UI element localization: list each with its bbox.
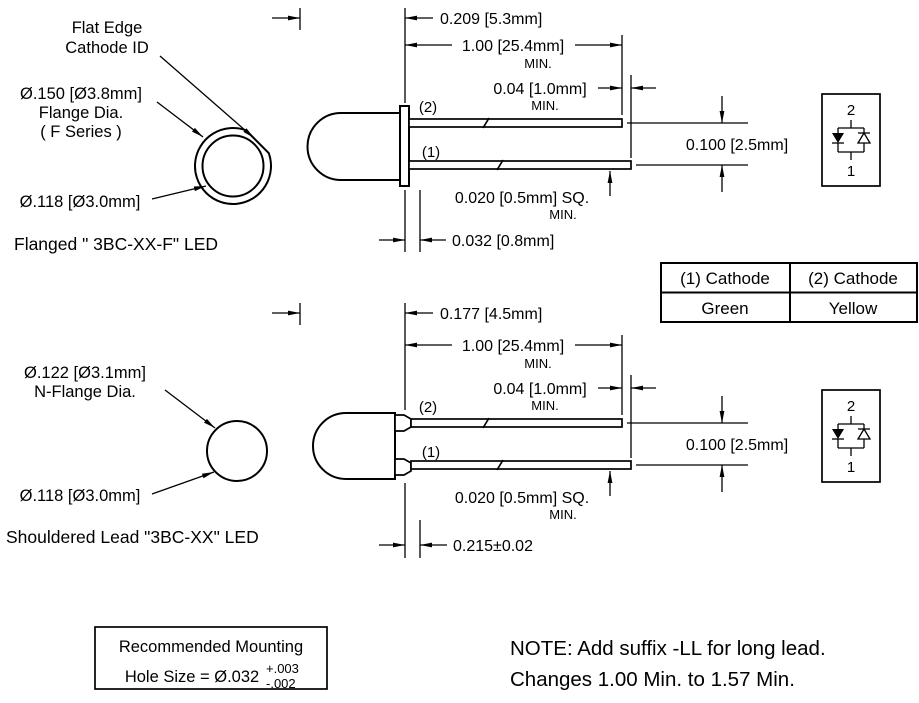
mounting-hole-box: Recommended Mounting Hole Size = Ø.032 +… — [94, 626, 328, 691]
flanged-lead-2 — [408, 118, 623, 128]
table-header-cathode-1: (1) Cathode — [680, 269, 770, 288]
flange-dia-callout-line3: ( F Series ) — [40, 123, 122, 141]
dim-shoulder-length-text: 0.215±0.02 — [453, 538, 533, 555]
schematic-symbol-bottom: 2 1 — [821, 389, 881, 483]
dim-shouldered-lead-length-text: 1.00 [25.4mm] — [462, 338, 564, 355]
mounting-box-border — [94, 626, 328, 690]
flanged-lens-dia-callout: Ø.118 [Ø3.0mm] — [20, 193, 141, 211]
lead-1-break-mark — [496, 159, 504, 171]
note-line1: NOTE: Add suffix -LL for long lead. — [510, 637, 826, 660]
flanged-inner-circle — [201, 134, 265, 198]
dim-flanged-lead-square-min: MIN. — [549, 207, 576, 222]
shouldered-pin1-label: (1) — [422, 444, 440, 461]
dim-shouldered-lead-square-text: 0.020 [0.5mm] SQ. — [455, 490, 589, 507]
dim-shouldered-pitch-text: 0.100 [2.5mm] — [686, 437, 788, 454]
schematic-box-top — [821, 93, 881, 187]
shouldered-lens-dia-callout: Ø.118 [Ø3.0mm] — [20, 487, 141, 505]
dim-flange-thickness: 0.032 [0.8mm] — [379, 190, 554, 252]
diode-down-icon — [832, 133, 844, 143]
shouldered-front-view: Ø.122 [Ø3.1mm] N-Flange Dia. Ø.118 [Ø3.0… — [6, 364, 268, 547]
dim-flanged-pitch-text: 0.100 [2.5mm] — [686, 137, 788, 154]
flat-edge-callout-line1: Flat Edge — [72, 19, 143, 37]
flange-dia-callout-line2: Flange Dia. — [39, 104, 123, 122]
dim-shouldered-lead-square-min: MIN. — [549, 507, 576, 522]
flanged-pin2-label: (2) — [419, 99, 437, 116]
schematic-symbol-top: 2 1 — [821, 93, 881, 187]
shouldered-pin2-label: (2) — [419, 399, 437, 416]
dim-shouldered-lead-length-min: MIN. — [524, 356, 551, 371]
dim-shouldered-tip: 0.04 [1.0mm] MIN. — [493, 375, 656, 458]
dim-shouldered-tip-text: 0.04 [1.0mm] — [493, 381, 586, 398]
dim-flanged-lead-length-text: 1.00 [25.4mm] — [462, 38, 564, 55]
flanged-front-view: Flat Edge Cathode ID Ø.150 [Ø3.8mm] Flan… — [14, 19, 272, 254]
nflange-leader-arrow — [164, 389, 216, 429]
nflange-callout-line2: N-Flange Dia. — [34, 383, 136, 401]
dim-flanged-pitch: 0.100 [2.5mm] — [627, 96, 788, 192]
note-line2: Changes 1.00 Min. to 1.57 Min. — [510, 668, 795, 691]
dim-flanged-tip-min: MIN. — [531, 98, 558, 113]
flat-edge-callout-line2: Cathode ID — [65, 39, 149, 57]
schematic-top-pin2: 2 — [847, 102, 855, 119]
shouldered-led-body — [312, 412, 396, 480]
dim-shoulder-length: 0.215±0.02 — [379, 483, 533, 558]
polarity-table: (1) Cathode (2) Cathode Green Yellow — [660, 262, 918, 323]
dim-flanged-tip: 0.04 [1.0mm] MIN. — [493, 75, 656, 158]
table-value-green: Green — [701, 299, 748, 318]
dim-shouldered-tip-min: MIN. — [531, 398, 558, 413]
flanged-led-body — [306, 112, 400, 181]
dim-shouldered-body-length-text: 0.177 [4.5mm] — [440, 306, 542, 323]
dim-flanged-body-length-text: 0.209 [5.3mm] — [440, 11, 542, 28]
dim-flanged-lead-square: 0.020 [0.5mm] SQ. MIN. — [455, 171, 613, 222]
schematic-bottom-pin2: 2 — [847, 398, 855, 415]
flat-edge-leader-arrow — [159, 55, 255, 139]
mounting-line2: Hole Size = Ø.032 — [125, 668, 259, 686]
shoulder-bottom — [394, 458, 412, 476]
dim-flanged-lead-square-text: 0.020 [0.5mm] SQ. — [455, 190, 589, 207]
flanged-caption: Flanged " 3BC-XX-F" LED — [14, 234, 218, 254]
dim-shouldered-body-length: 0.177 [4.5mm] — [272, 303, 542, 410]
flanged-pin1-label: (1) — [422, 144, 440, 161]
mounting-tol-minus: -.002 — [266, 676, 296, 691]
shouldered-lens-leader-arrow — [151, 471, 215, 495]
shouldered-circle — [206, 420, 268, 482]
lead-2-break-mark — [482, 117, 490, 129]
dim-shouldered-lead-length: 1.00 [25.4mm] MIN. — [405, 335, 623, 415]
shouldered-lead-2 — [410, 418, 623, 428]
shouldered-lead-2-break-mark — [482, 417, 490, 429]
lens-dia-leader-arrow — [151, 185, 207, 200]
table-header-cathode-2: (2) Cathode — [808, 269, 898, 288]
dim-flanged-lead-length: 1.00 [25.4mm] MIN. — [405, 35, 623, 115]
flange — [399, 105, 410, 187]
mounting-line1: Recommended Mounting — [119, 638, 303, 656]
flanged-side-view: (2) (1) — [306, 99, 632, 187]
shouldered-lead-1-break-mark — [496, 459, 504, 471]
schematic-bottom-pin1: 1 — [847, 459, 855, 476]
dim-shouldered-lead-square: 0.020 [0.5mm] SQ. MIN. — [455, 471, 613, 522]
dim-flange-thickness-text: 0.032 [0.8mm] — [452, 233, 554, 250]
schematic-top-pin1: 1 — [847, 163, 855, 180]
flange-dia-leader-arrow — [156, 101, 204, 138]
dim-shouldered-pitch: 0.100 [2.5mm] — [627, 396, 788, 492]
flanged-lead-1 — [408, 160, 632, 170]
table-value-yellow: Yellow — [829, 299, 878, 318]
shoulder-top — [394, 414, 412, 432]
dim-flanged-tip-text: 0.04 [1.0mm] — [493, 81, 586, 98]
mounting-tol-plus: +.003 — [266, 661, 299, 676]
shouldered-lead-1 — [410, 460, 632, 470]
shouldered-side-view: (2) (1) — [312, 399, 632, 480]
nflange-callout-line1: Ø.122 [Ø3.1mm] — [24, 364, 146, 382]
dim-flanged-body-length: 0.209 [5.3mm] — [272, 8, 542, 103]
schematic-box-bottom — [821, 389, 881, 483]
diode-down-icon — [832, 429, 844, 439]
dim-flanged-lead-length-min: MIN. — [524, 56, 551, 71]
shouldered-caption: Shouldered Lead "3BC-XX" LED — [6, 527, 259, 547]
flange-dia-callout-line1: Ø.150 [Ø3.8mm] — [20, 85, 142, 103]
note-block: NOTE: Add suffix -LL for long lead. Chan… — [510, 637, 826, 691]
